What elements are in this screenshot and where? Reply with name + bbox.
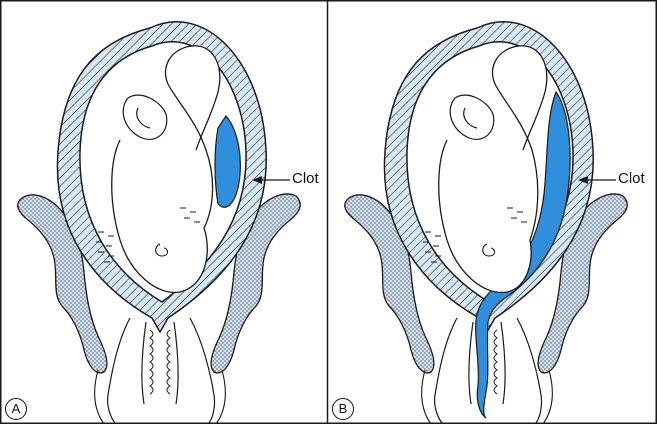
clot-label-b: Clot (618, 170, 645, 187)
panel-letter-a: A (5, 398, 27, 420)
pelvis-right (211, 194, 300, 373)
vaginal-rugae (150, 330, 170, 394)
fetus-arm (450, 95, 494, 139)
panel-b (345, 22, 628, 424)
clot (215, 116, 240, 207)
fetus-arm (123, 95, 167, 139)
vaginal-rugae (494, 330, 497, 394)
panel-a (18, 22, 301, 424)
pelvis-left (18, 195, 107, 373)
birth-canal (108, 318, 215, 424)
thigh-outlines (95, 370, 226, 424)
panel-letter-b: B (332, 398, 354, 420)
clot-label-a: Clot (292, 170, 319, 187)
pelvis-left (345, 195, 434, 373)
